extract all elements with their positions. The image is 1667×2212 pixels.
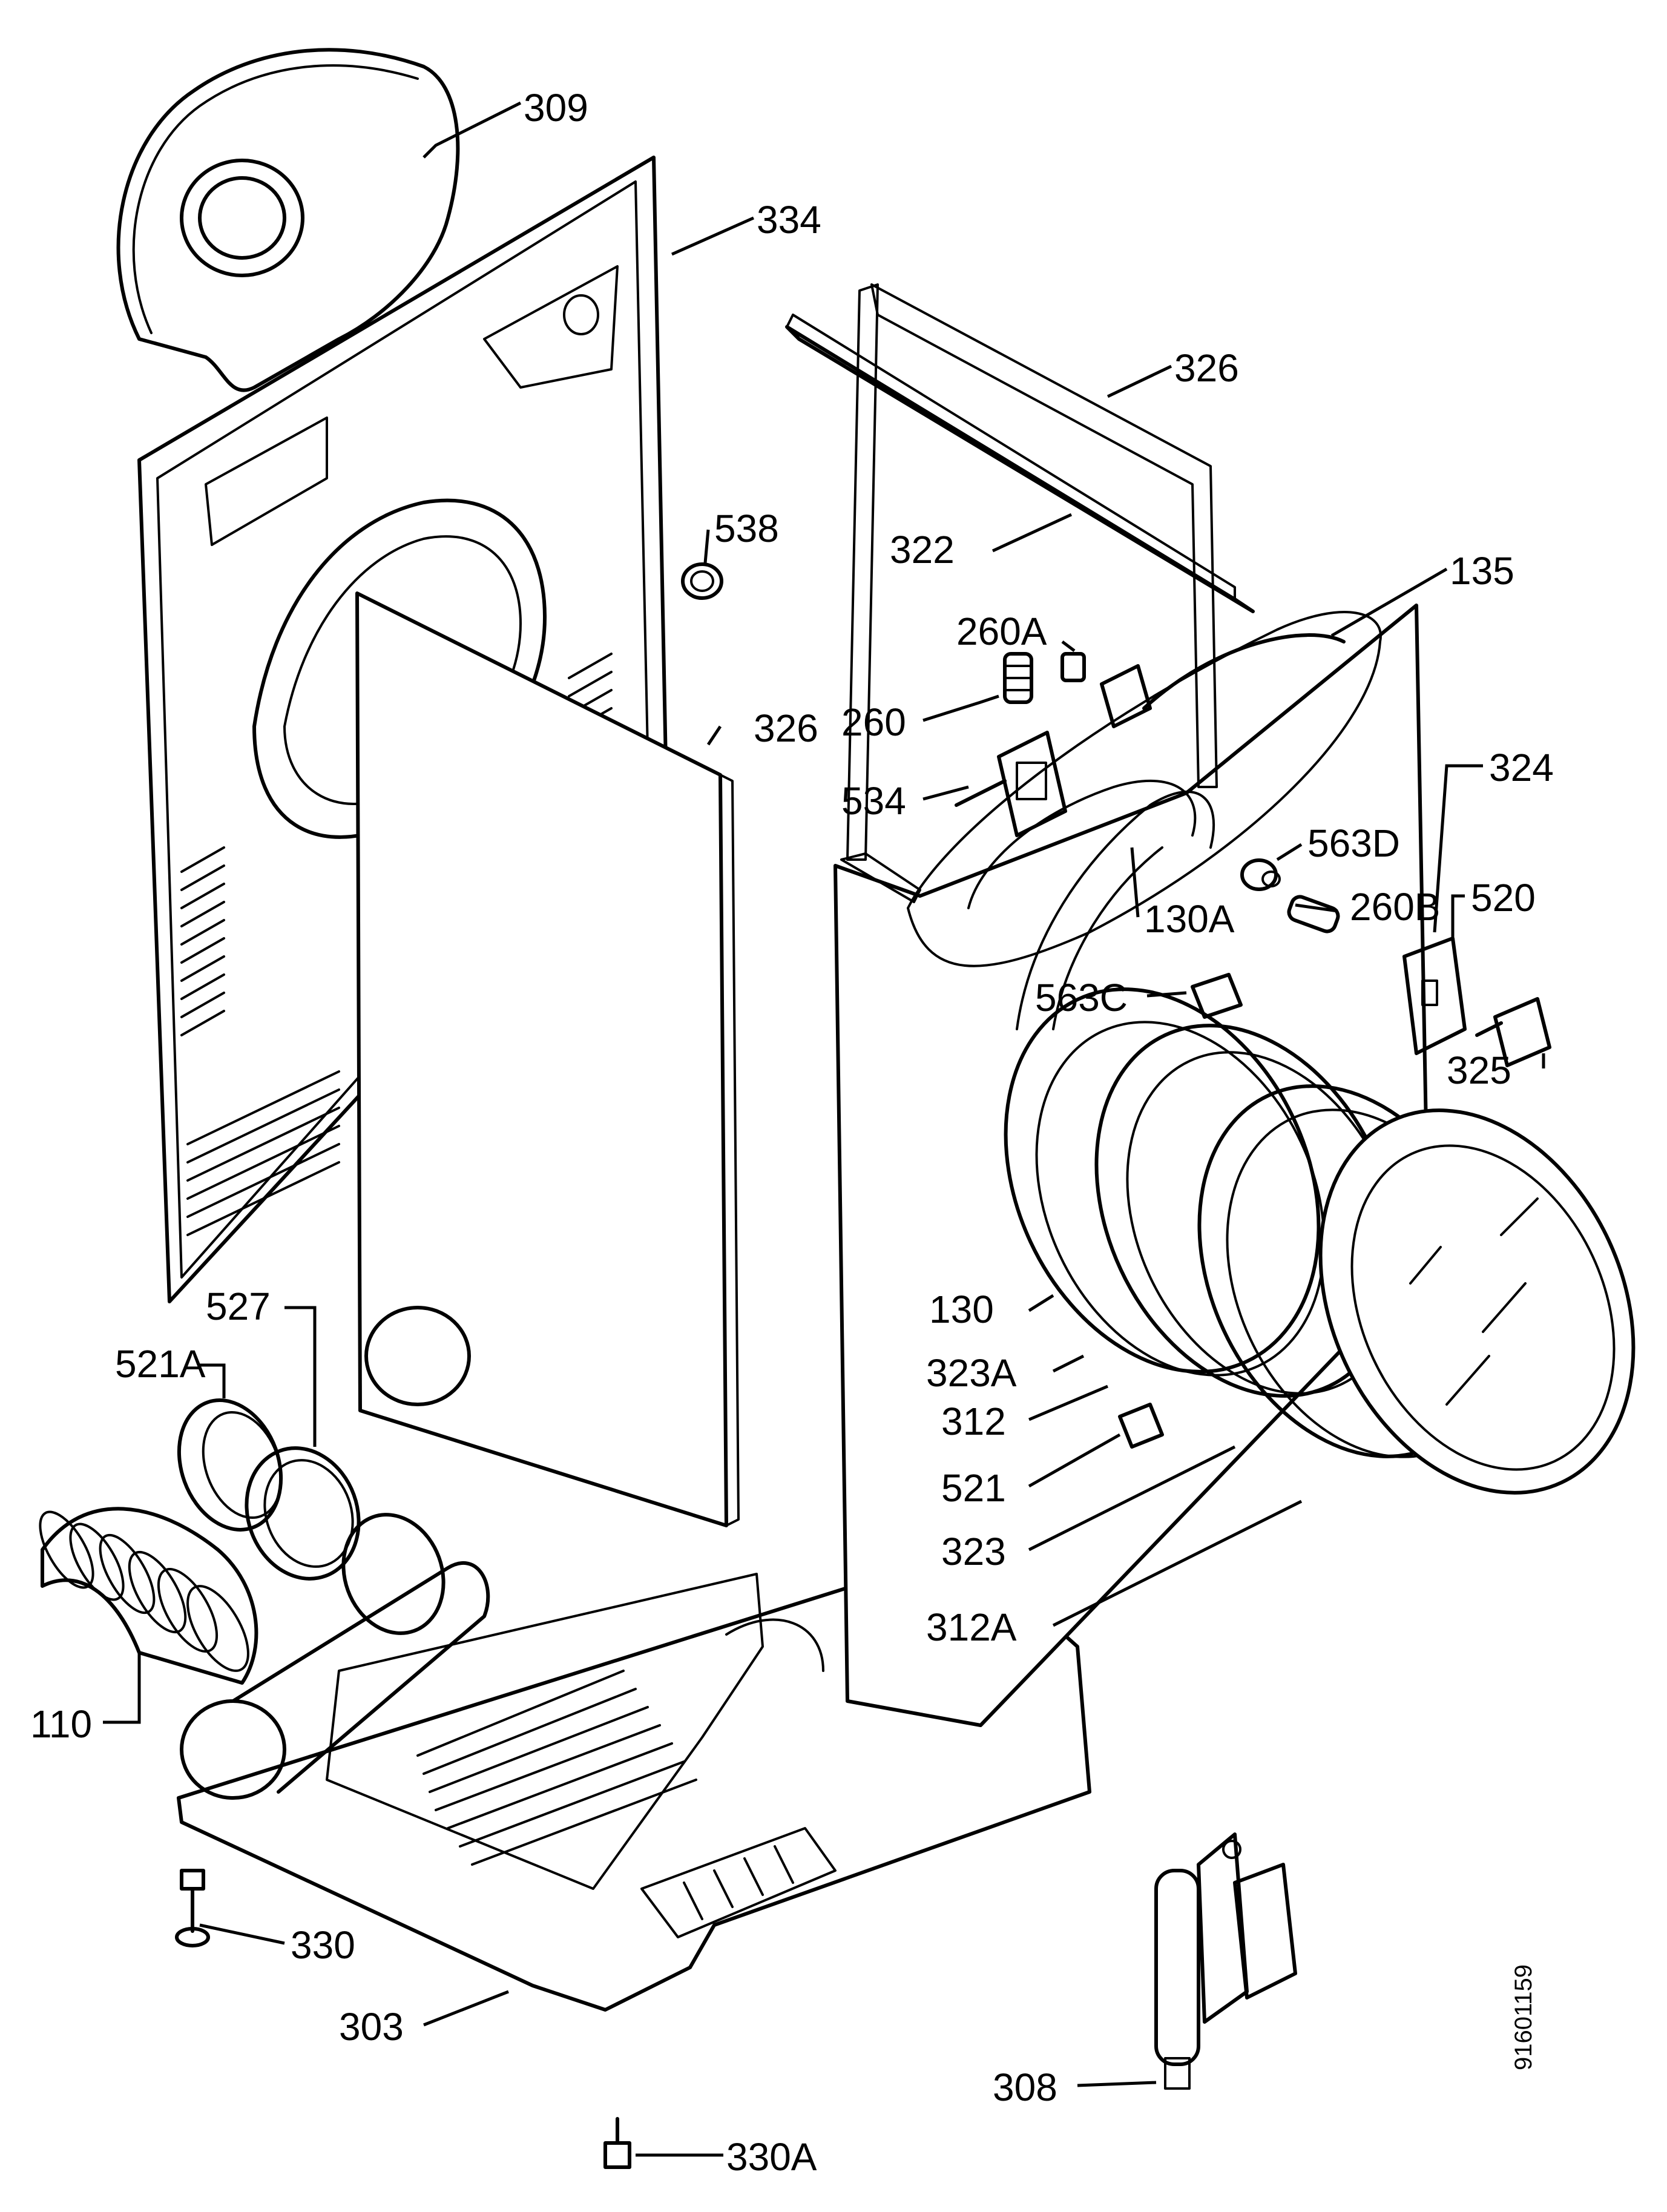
part-534-door-switch: [955, 664, 1152, 837]
callout-130: 130: [929, 1288, 994, 1331]
door-assembly: [1004, 987, 1636, 1495]
part-260A-clip: [1060, 652, 1086, 682]
callout-322: 322: [890, 528, 955, 571]
callout-330: 330: [291, 1923, 355, 1967]
callout-labels: 309 334 326 538 322 135 260A 260 326 534…: [30, 86, 1554, 2179]
callout-527: 527: [206, 1285, 271, 1328]
part-527-ring: [245, 1446, 361, 1581]
callout-323A: 323A: [926, 1351, 1017, 1395]
part-135-gasket: [1016, 633, 1346, 1030]
callout-260A: 260A: [956, 610, 1047, 653]
part-538-bushing: [681, 562, 723, 600]
callout-326-side: 326: [754, 706, 818, 750]
callout-324: 324: [1489, 746, 1554, 789]
callout-538: 538: [714, 507, 779, 550]
callout-312: 312: [941, 1400, 1006, 1443]
callout-308: 308: [993, 2066, 1057, 2109]
part-326-side-panel: [355, 591, 740, 1527]
fan-housing: [341, 1513, 824, 1672]
part-260-spring: [1003, 652, 1033, 704]
leader-lines: [103, 101, 1545, 2157]
callout-521A: 521A: [115, 1342, 206, 1386]
callout-323: 323: [941, 1530, 1006, 1573]
callout-260B: 260B: [1350, 885, 1440, 929]
part-308-hinge: [1154, 1832, 1297, 2090]
part-110-hose: [39, 1507, 258, 1685]
callout-326-top: 326: [1174, 346, 1239, 390]
callout-110: 110: [30, 1702, 92, 1746]
part-324-front-panel: [834, 604, 1430, 1727]
callout-325: 325: [1447, 1048, 1511, 1092]
part-322-top-frame: [785, 283, 1255, 861]
callout-534: 534: [841, 779, 906, 823]
callout-303: 303: [339, 2005, 404, 2049]
callout-312A: 312A: [926, 1605, 1017, 1649]
callout-520: 520: [1471, 876, 1536, 920]
part-521A-ring: [177, 1398, 283, 1532]
callout-309: 309: [524, 86, 588, 130]
callout-563C: 563C: [1035, 976, 1128, 1019]
part-330-screw: [175, 1869, 210, 1947]
part-334-rear-panel: [137, 156, 668, 1303]
callout-521: 521: [941, 1466, 1006, 1510]
callout-334: 334: [757, 198, 821, 242]
part-520-door-catch: [1402, 936, 1467, 1055]
callout-130A: 130A: [1144, 897, 1235, 941]
part-260B-spring: [1287, 895, 1340, 933]
part-309-rear-duct: [116, 48, 460, 392]
callout-135: 135: [1450, 549, 1514, 593]
part-325-latch: [1475, 997, 1551, 1067]
part-563D-button: [1240, 858, 1281, 891]
part-563C-hinge-pin: [1191, 973, 1243, 1019]
callout-330A: 330A: [726, 2135, 817, 2179]
callout-563D: 563D: [1307, 821, 1400, 865]
callout-260: 260: [841, 700, 906, 744]
document-id: 91601159: [1510, 1964, 1537, 2070]
part-330A-screw: [603, 2117, 631, 2169]
